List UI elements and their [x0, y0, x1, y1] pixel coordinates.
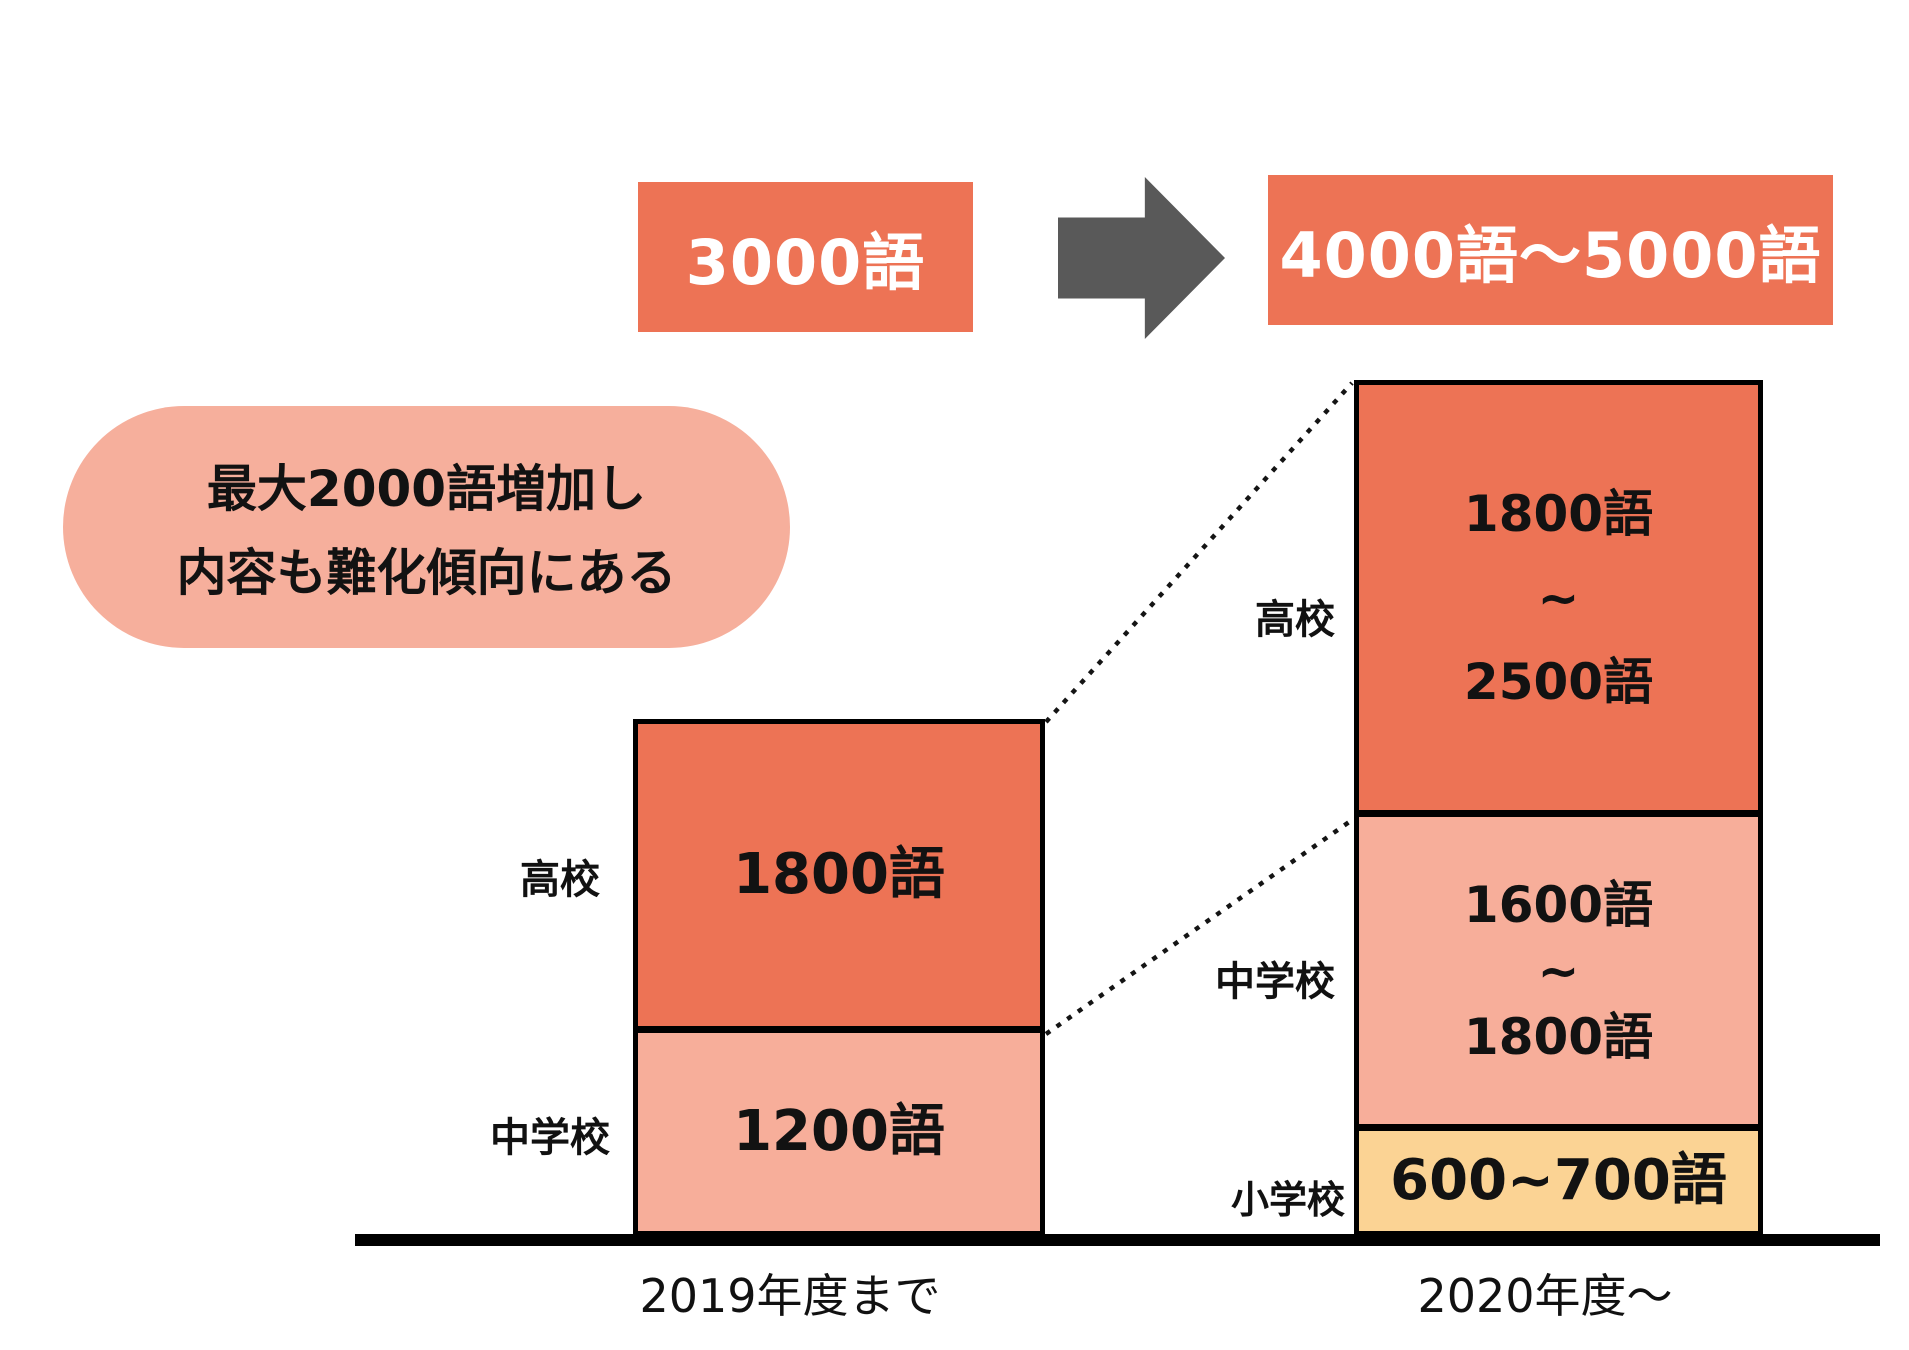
axis-label-2019: 2019年度まで — [639, 1269, 941, 1323]
bar-2020-elementary-segment: 600~700語 — [1359, 1131, 1758, 1231]
label-2020-juniorhigh: 中学校 — [1215, 959, 1335, 1005]
total-before-label: 3000語 — [685, 226, 926, 299]
bar-2020-highschool-value-min: 1800語 — [1463, 484, 1654, 543]
callout-line1: 最大2000語増加し — [206, 460, 647, 518]
callout-bubble: 最大2000語増加し 内容も難化傾向にある — [63, 406, 790, 648]
bar-2019-highschool-segment: 1800語 — [638, 724, 1040, 1033]
bar-2020-elementary-value: 600~700語 — [1390, 1147, 1727, 1213]
bar-2019: 1800語 1200語 — [633, 719, 1045, 1236]
bar-2020-highschool-tilde: ~ — [1537, 568, 1580, 627]
axis-label-2020: 2020年度〜 — [1417, 1269, 1673, 1323]
bar-2020: 1800語 ~ 2500語 1600語 ~ 1800語 600~700語 — [1354, 380, 1763, 1236]
label-2019-highschool: 高校 — [520, 857, 600, 903]
x-axis-line — [355, 1234, 1880, 1246]
label-2020-highschool: 高校 — [1255, 597, 1335, 643]
bar-2020-highschool-segment: 1800語 ~ 2500語 — [1359, 385, 1758, 817]
label-2019-juniorhigh: 中学校 — [490, 1115, 610, 1161]
callout-line2: 内容も難化傾向にある — [176, 544, 677, 602]
bar-2019-juniorhigh-value: 1200語 — [733, 1098, 945, 1164]
total-before-box: 3000語 — [638, 182, 973, 332]
label-2020-elementary: 小学校 — [1230, 1178, 1345, 1222]
bar-2020-juniorhigh-tilde: ~ — [1537, 941, 1580, 1000]
bar-2020-juniorhigh-value-min: 1600語 — [1463, 875, 1654, 934]
total-after-box: 4000語〜5000語 — [1268, 175, 1833, 325]
bar-2019-juniorhigh-segment: 1200語 — [638, 1033, 1040, 1231]
bar-2019-highschool-value: 1800語 — [733, 841, 945, 907]
arrow-right-icon — [1058, 177, 1225, 339]
bar-2020-juniorhigh-segment: 1600語 ~ 1800語 — [1359, 817, 1758, 1131]
total-after-label: 4000語〜5000語 — [1279, 219, 1822, 292]
bar-2020-juniorhigh-value-max: 1800語 — [1463, 1007, 1654, 1066]
dotted-line-top — [1044, 381, 1354, 724]
bar-2020-highschool-value-max: 2500語 — [1463, 652, 1654, 711]
